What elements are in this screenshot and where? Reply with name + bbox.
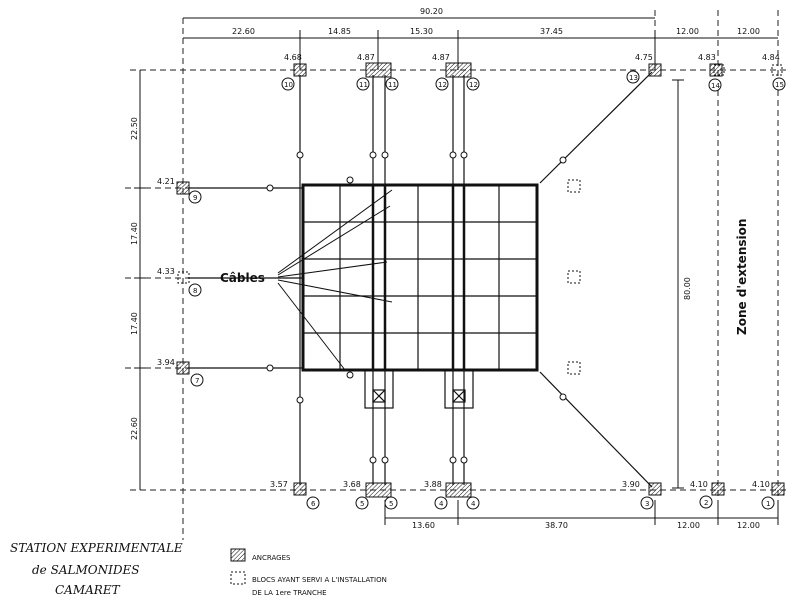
legend-anchors-label: ANCRAGES: [252, 554, 291, 562]
dim-total-top: 90.20: [420, 7, 443, 16]
dim-top-4: 37.45: [540, 27, 563, 36]
title-line-3: CAMARET: [55, 583, 121, 597]
anchor-no-13: 13: [629, 74, 638, 82]
anchor-no-6: 6: [311, 500, 316, 508]
float-buoys: [266, 151, 567, 464]
dim-bottom-1: 13.60: [412, 521, 435, 530]
elev-bottom-2: 4.10: [690, 480, 708, 489]
elev-bottom-3: 3.90: [622, 480, 640, 489]
elev-top-15: 4.84: [762, 53, 780, 62]
cage-grid: [301, 183, 539, 372]
dim-top-3: 15.30: [410, 27, 433, 36]
anchor-no-4a: 4: [439, 500, 444, 508]
dim-bottom-4: 12.00: [737, 521, 760, 530]
dim-top-1: 22.60: [232, 27, 255, 36]
cable-leaders: [277, 189, 393, 371]
elev-left-8: 4.33: [157, 267, 175, 276]
dim-left-3: 17.40: [130, 312, 139, 335]
anchor-no-9: 9: [193, 194, 197, 202]
dim-left-2: 17.40: [130, 222, 139, 245]
elev-bottom-1: 4.10: [752, 480, 770, 489]
elev-top-13: 4.75: [635, 53, 653, 62]
dimension-lines: [134, 17, 779, 525]
anchor-no-12b: 12: [469, 81, 478, 89]
zone-extension-label: Zone d'extension: [735, 219, 749, 335]
elev-top-14: 4.83: [698, 53, 716, 62]
elev-bottom-4: 3.88: [424, 480, 442, 489]
anchor-no-11b: 11: [388, 81, 397, 89]
dim-top-6: 12.00: [737, 27, 760, 36]
anchor-blocks: [176, 62, 785, 498]
elev-top-11: 4.87: [357, 53, 375, 62]
anchor-no-15: 15: [775, 81, 784, 89]
anchor-no-4b: 4: [471, 500, 476, 508]
legend-blocks-label-1: BLOCS AYANT SERVI A L'INSTALLATION: [252, 576, 387, 584]
anchor-number-circles: [188, 70, 786, 510]
anchor-no-8: 8: [193, 287, 197, 295]
elev-left-9: 4.21: [157, 177, 175, 186]
dim-left-4: 22.60: [130, 417, 139, 440]
title-line-2: de SALMONIDES: [32, 563, 139, 577]
dim-bottom-3: 12.00: [677, 521, 700, 530]
elev-left-7: 3.94: [157, 358, 175, 367]
former-blocks: [177, 64, 783, 375]
anchor-no-2: 2: [704, 499, 708, 507]
dim-bottom-2: 38.70: [545, 521, 568, 530]
elev-top-12: 4.87: [432, 53, 450, 62]
elev-bottom-6: 3.57: [270, 480, 288, 489]
anchor-no-14: 14: [711, 82, 720, 90]
dim-right: 80.00: [683, 277, 692, 300]
anchor-no-11a: 11: [359, 81, 368, 89]
dim-top-2: 14.85: [328, 27, 351, 36]
legend-anchor-swatch: [230, 548, 246, 562]
legend-blocks-label-2: DE LA 1ere TRANCHE: [252, 589, 327, 597]
anchor-no-1: 1: [766, 500, 770, 508]
anchor-no-5a: 5: [360, 500, 364, 508]
title-line-1: STATION EXPERIMENTALE: [10, 541, 183, 555]
cables-label: Câbles: [220, 271, 265, 285]
walkway-boxes: [364, 369, 474, 409]
anchor-no-3: 3: [645, 500, 649, 508]
anchor-no-7: 7: [195, 377, 199, 385]
elev-bottom-5: 3.68: [343, 480, 361, 489]
anchor-no-10: 10: [284, 81, 293, 89]
dim-left-1: 22.50: [130, 117, 139, 140]
anchor-no-5b: 5: [389, 500, 393, 508]
legend-block-swatch: [230, 571, 246, 585]
elev-top-10: 4.68: [284, 53, 302, 62]
anchor-no-12a: 12: [438, 81, 447, 89]
dim-top-5: 12.00: [676, 27, 699, 36]
